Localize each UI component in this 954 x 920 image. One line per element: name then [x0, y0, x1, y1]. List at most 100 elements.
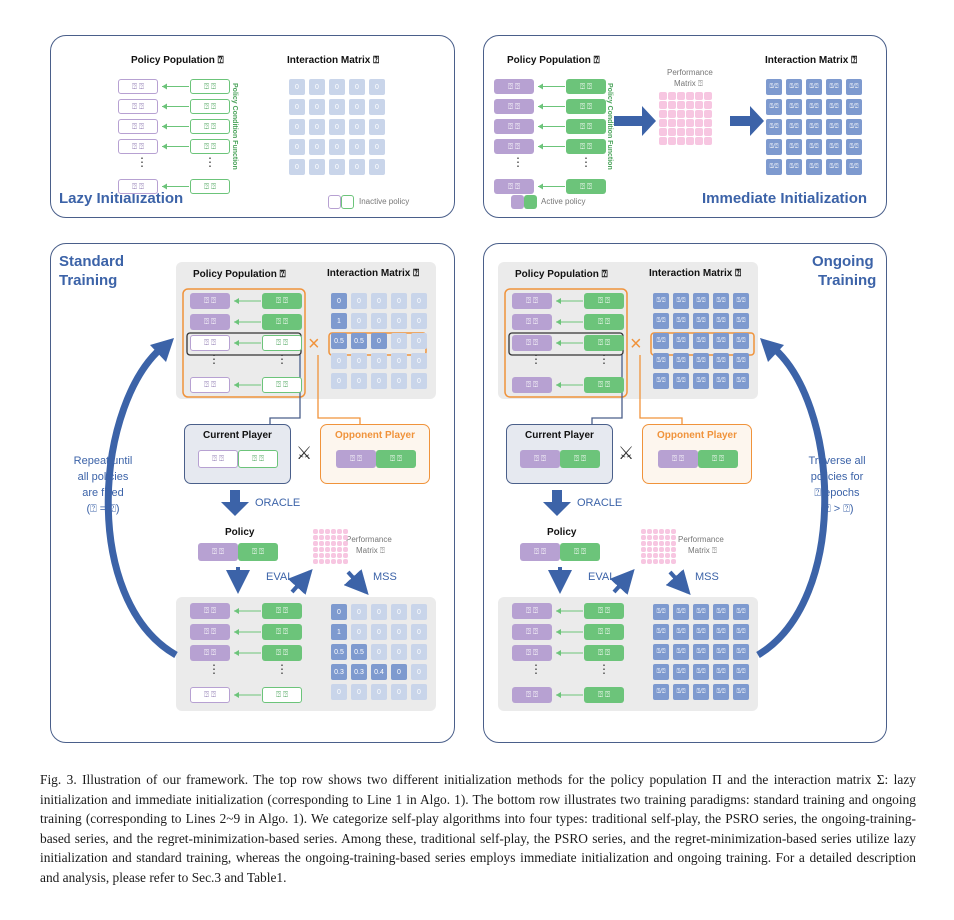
- ongbot-cell-4-1: ⍰/⍰: [673, 684, 689, 700]
- std-perf-4-0: [313, 553, 318, 558]
- std-policy-population-header: Policy Population ⍰: [193, 269, 286, 280]
- imm-perf-5-4: [695, 137, 703, 145]
- traverse-curve-arrow: [756, 342, 829, 659]
- lazy-cell-4-4: 0: [369, 159, 385, 175]
- stdbot-cell-3-1: 0.3: [351, 664, 367, 680]
- stdbot-cell-4-1: 0: [351, 684, 367, 700]
- ongbot-cell-1-3: ⍰/⍰: [713, 624, 729, 640]
- ongbot-condition-1: ⍰ ⍰: [584, 624, 624, 640]
- imm-perf-2-5: [704, 110, 712, 118]
- ong-perf-label-1: Performance: [678, 535, 724, 544]
- imm-cell-1-0: ⍰/⍰: [766, 99, 782, 115]
- imm-policy-0: ⍰ ⍰: [494, 79, 534, 94]
- ong-perf-4-3: [659, 553, 664, 558]
- ong-perf-5-5: [671, 559, 676, 564]
- ongtop-cell-4-0: ⍰/⍰: [653, 373, 669, 389]
- imm-perf-4-3: [686, 128, 694, 136]
- inactive-policy-legend: Inactive policy: [359, 197, 410, 206]
- stdbot-cell-0-4: 0: [411, 604, 427, 620]
- stdtop-condition-1: ⍰ ⍰: [262, 314, 302, 330]
- lazy-cell-2-4: 0: [369, 119, 385, 135]
- lazy-cell-0-1: 0: [309, 79, 325, 95]
- std-perf-0-3: [331, 529, 336, 534]
- right-note-line-2: ⍰ epochs: [814, 487, 860, 499]
- lazy-cell-2-1: 0: [309, 119, 325, 135]
- imm-cell-0-4: ⍰/⍰: [846, 79, 862, 95]
- lazy-cell-4-0: 0: [289, 159, 305, 175]
- ongtop-cell-0-4: ⍰/⍰: [733, 293, 749, 309]
- stdtop-cell-4-1: 0: [351, 373, 367, 389]
- ongbot-cell-2-4: ⍰/⍰: [733, 644, 749, 660]
- imm-cell-0-1: ⍰/⍰: [786, 79, 802, 95]
- ong-mss-label: MSS: [695, 571, 719, 583]
- lazy-cell-4-3: 0: [349, 159, 365, 175]
- std-policy-label: Policy: [225, 527, 255, 538]
- std-perf-1-4: [337, 535, 342, 540]
- stdbot-condition-4: ⍰ ⍰: [262, 687, 302, 703]
- ong-policy-label: Policy: [547, 527, 577, 538]
- stdbot-cell-4-4: 0: [411, 684, 427, 700]
- imm-ellipsis-4: ⋮: [512, 155, 524, 169]
- ongbot-cell-4-3: ⍰/⍰: [713, 684, 729, 700]
- lazy-cell-2-0: 0: [289, 119, 305, 135]
- ong-new-policy-b: ⍰ ⍰: [560, 543, 600, 561]
- std-current-policy-b: ⍰ ⍰: [238, 450, 278, 468]
- eval-arrow-top: [614, 106, 656, 136]
- lazy-interaction-matrix-header: Interaction Matrix ⍰: [287, 55, 380, 66]
- ong-perf-2-3: [659, 541, 664, 546]
- std-perf-4-1: [319, 553, 324, 558]
- ongbot-policy-0: ⍰ ⍰: [512, 603, 552, 619]
- stdbot-cell-2-0: 0.5: [331, 644, 347, 660]
- imm-perf-1-4: [695, 101, 703, 109]
- std-new-policy-a: ⍰ ⍰: [198, 543, 238, 561]
- std-perf-2-4: [337, 541, 342, 546]
- stdtop-cell-1-4: 0: [411, 313, 427, 329]
- stdtop-policy-0: ⍰ ⍰: [190, 293, 230, 309]
- lazy-condition-3: ⍰ ⍰: [190, 139, 230, 154]
- active-legend-swatch-green: [524, 195, 537, 209]
- ongbot-cell-0-4: ⍰/⍰: [733, 604, 749, 620]
- stdbot-condition-1: ⍰ ⍰: [262, 624, 302, 640]
- ong-perf-label-2: Matrix ⍰: [688, 546, 717, 555]
- imm-perf-2-0: [659, 110, 667, 118]
- lazy-cell-3-3: 0: [349, 139, 365, 155]
- stdbot-policy-4: ⍰ ⍰: [190, 687, 230, 703]
- imm-perf-1-5: [704, 101, 712, 109]
- ong-opponent-policy-a: ⍰ ⍰: [658, 450, 698, 468]
- ongbot-policy-1: ⍰ ⍰: [512, 624, 552, 640]
- ongtop-cell-0-1: ⍰/⍰: [673, 293, 689, 309]
- ong-swords-icon: ⚔: [618, 443, 635, 463]
- std-perf-5-0: [313, 559, 318, 564]
- stdbot-cell-3-0: 0.3: [331, 664, 347, 680]
- std-perf-4-3: [331, 553, 336, 558]
- std-perf-2-0: [313, 541, 318, 546]
- stdtop-cell-1-1: 0: [351, 313, 367, 329]
- ong-perf-5-4: [665, 559, 670, 564]
- imm-cell-4-2: ⍰/⍰: [806, 159, 822, 175]
- std-mss-label: MSS: [373, 571, 397, 583]
- imm-perf-1-0: [659, 101, 667, 109]
- ongtop-cell-2-1: ⍰/⍰: [673, 333, 689, 349]
- imm-condition-3: ⍰ ⍰: [566, 139, 606, 154]
- stdtop-policy-2: ⍰ ⍰: [190, 335, 230, 351]
- imm-perf-5-2: [677, 137, 685, 145]
- lazy-cell-4-1: 0: [309, 159, 325, 175]
- lazy-condition-1: ⍰ ⍰: [190, 99, 230, 114]
- ongtop-cell-1-4: ⍰/⍰: [733, 313, 749, 329]
- imm-perf-4-0: [659, 128, 667, 136]
- imm-perf-4-5: [704, 128, 712, 136]
- imm-perf-3-5: [704, 119, 712, 127]
- ongbot-ellipsis-b-3: ⋮: [598, 662, 610, 676]
- ong-perf-5-1: [647, 559, 652, 564]
- stdbot-cell-3-3: 0: [391, 664, 407, 680]
- right-note-line-1: policies for: [810, 471, 864, 483]
- std-oracle-arrow: [221, 490, 249, 516]
- ongtop-cell-1-0: ⍰/⍰: [653, 313, 669, 329]
- stdbot-cell-2-2: 0: [371, 644, 387, 660]
- std-perf-2-2: [325, 541, 330, 546]
- ong-perf-4-0: [641, 553, 646, 558]
- ongoing-training-title-1: Ongoing: [812, 253, 874, 270]
- imm-perf-2-2: [677, 110, 685, 118]
- imm-perf-4-1: [668, 128, 676, 136]
